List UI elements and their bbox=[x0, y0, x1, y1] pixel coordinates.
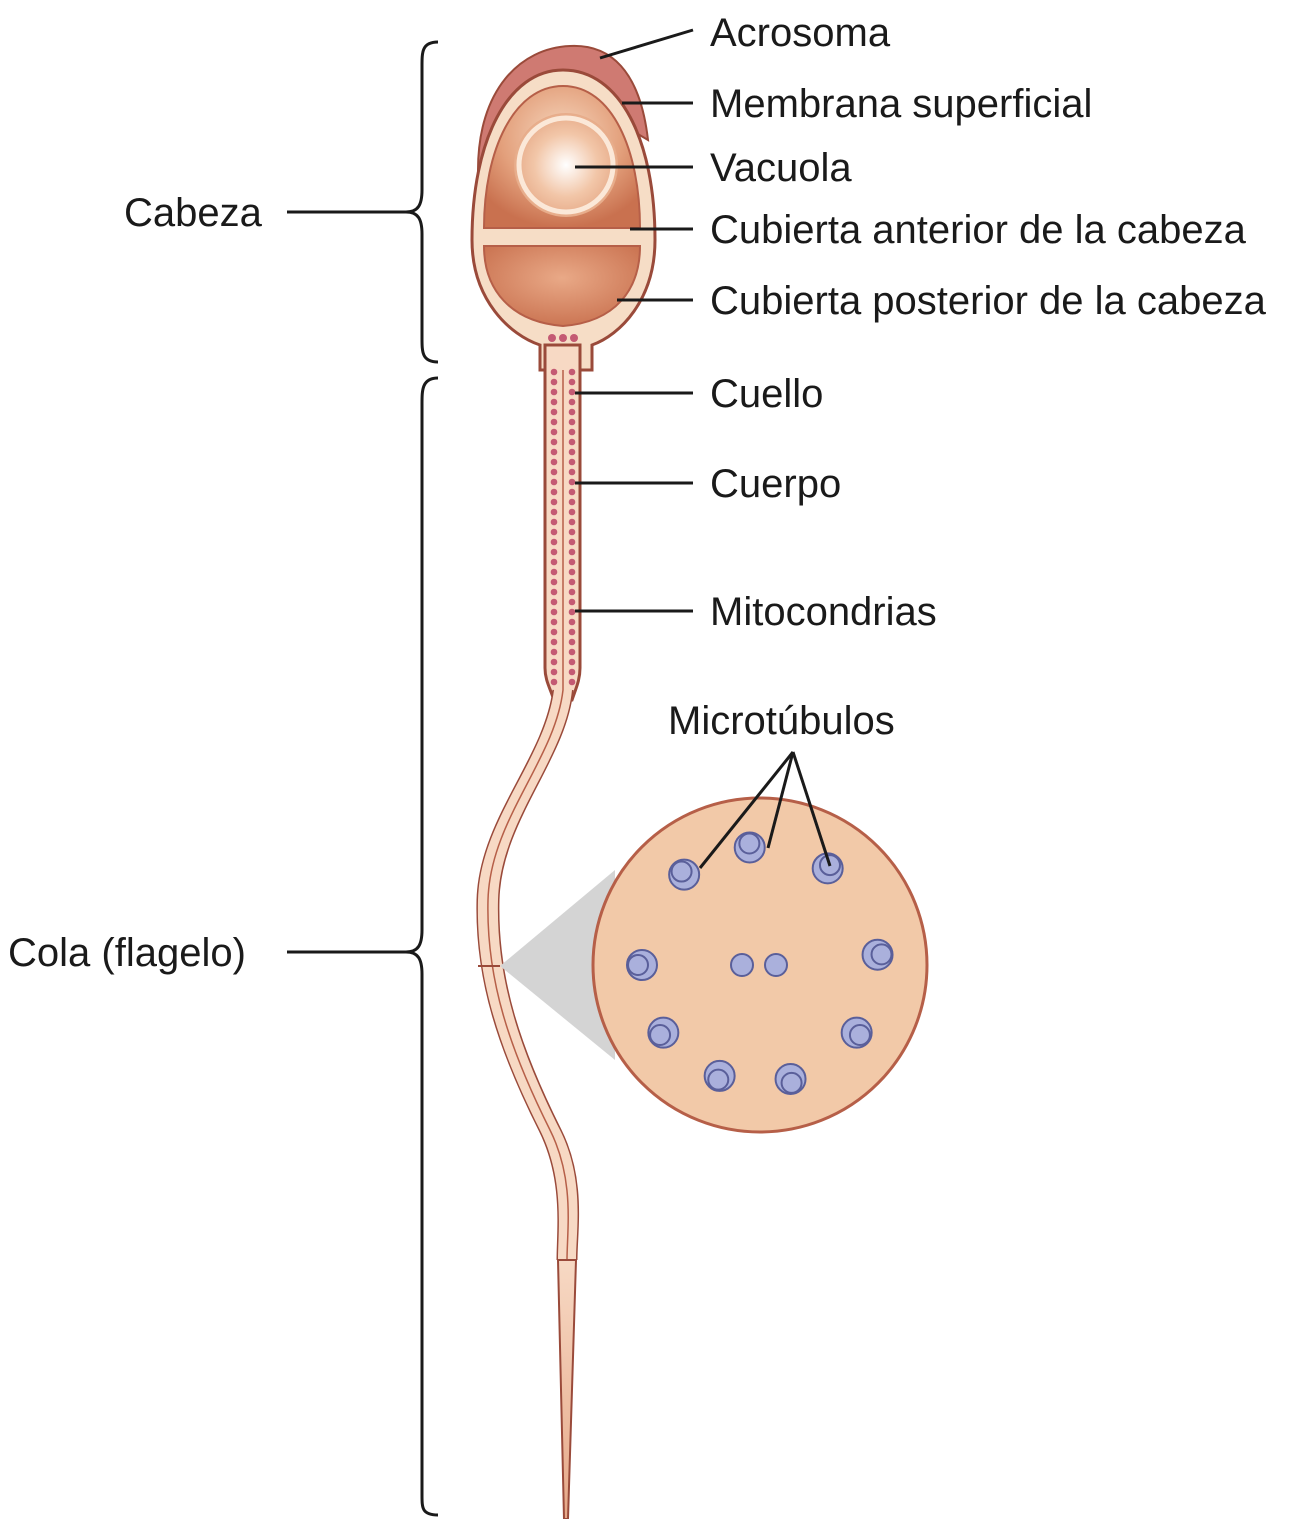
mitochondrion-dot bbox=[551, 479, 558, 486]
end-piece bbox=[558, 1260, 576, 1519]
microtubule-doublet bbox=[776, 1064, 806, 1094]
mitochondrion-dot bbox=[551, 559, 558, 566]
head-brace bbox=[406, 42, 438, 362]
mitochondrion-dot bbox=[551, 519, 558, 526]
label-cubierta-posterior: Cubierta posterior de la cabeza bbox=[710, 279, 1267, 323]
mitochondrion-dot bbox=[551, 439, 558, 446]
mitochondrion-dot bbox=[551, 459, 558, 466]
microtubule-doublet bbox=[735, 832, 765, 862]
mitochondrion-dot bbox=[569, 509, 576, 516]
mitochondrion-dot bbox=[551, 369, 558, 376]
mitochondrion-dot bbox=[569, 489, 576, 496]
mitochondrion-dot bbox=[551, 619, 558, 626]
mitochondrion-dot bbox=[551, 589, 558, 596]
acrosoma-leader bbox=[600, 30, 693, 58]
mitochondrion-dot bbox=[569, 629, 576, 636]
mitochondrion-dot bbox=[569, 499, 576, 506]
cross-section bbox=[500, 798, 927, 1132]
mitochondrion-dot bbox=[551, 549, 558, 556]
mitochondrion-dot bbox=[569, 619, 576, 626]
mitochondrion-dot bbox=[569, 519, 576, 526]
mitochondrion-dot bbox=[551, 639, 558, 646]
mitochondrion-dot bbox=[551, 449, 558, 456]
mitochondrion-dot bbox=[569, 479, 576, 486]
mitochondrion-dot bbox=[569, 679, 576, 686]
sperm-head bbox=[472, 46, 655, 370]
label-vacuola: Vacuola bbox=[710, 146, 852, 190]
mitochondrion-dot bbox=[569, 449, 576, 456]
mitochondrion-dot bbox=[551, 489, 558, 496]
microtubule-doublet bbox=[648, 1018, 678, 1048]
central-tubule-right bbox=[765, 954, 787, 976]
label-cuerpo: Cuerpo bbox=[710, 462, 841, 506]
mitochondrion-dot bbox=[551, 409, 558, 416]
mitochondrion-dot bbox=[551, 529, 558, 536]
microtubule-doublet bbox=[669, 860, 699, 890]
mitochondrion-dot bbox=[569, 579, 576, 586]
mitochondrion-dot bbox=[569, 469, 576, 476]
microtubule-doublet bbox=[842, 1018, 872, 1048]
mitochondrion-dot bbox=[569, 639, 576, 646]
mitochondrion-dot bbox=[569, 599, 576, 606]
label-acrosoma: Acrosoma bbox=[710, 11, 891, 55]
mitochondrion-dot bbox=[551, 429, 558, 436]
tail-brace bbox=[406, 378, 438, 1515]
mitochondrion-dot bbox=[551, 379, 558, 386]
label-cubierta-anterior: Cubierta anterior de la cabeza bbox=[710, 208, 1247, 252]
mitochondrion-dot bbox=[551, 649, 558, 656]
mitochondrion-dot bbox=[569, 419, 576, 426]
mitochondrion-dot bbox=[551, 399, 558, 406]
mitochondrion-dot bbox=[551, 419, 558, 426]
label-cuello: Cuello bbox=[710, 372, 823, 416]
mitochondrion-dot bbox=[569, 399, 576, 406]
mitochondrion-dot bbox=[551, 469, 558, 476]
mitochondrion-dot bbox=[551, 539, 558, 546]
mitochondrion-dot bbox=[569, 429, 576, 436]
mitochondrion-dot bbox=[569, 609, 576, 616]
mitochondrion-dot bbox=[551, 599, 558, 606]
mitochondrion-dot bbox=[569, 669, 576, 676]
mitochondrion-dot bbox=[569, 369, 576, 376]
mitochondrion-dot bbox=[569, 659, 576, 666]
vacuole bbox=[514, 113, 618, 217]
central-tubule-left bbox=[731, 954, 753, 976]
label-mitocondrias: Mitocondrias bbox=[710, 590, 937, 634]
label-membrana-superficial: Membrana superficial bbox=[710, 82, 1092, 126]
mitochondrion-dot bbox=[551, 659, 558, 666]
mitochondrion-dot bbox=[551, 609, 558, 616]
mitochondrion-dot bbox=[569, 569, 576, 576]
mitochondrion-dot bbox=[551, 629, 558, 636]
mitochondrion-dot bbox=[569, 439, 576, 446]
microtubule-doublet bbox=[863, 940, 893, 970]
mitochondrion-dot bbox=[551, 389, 558, 396]
microtubule-doublet bbox=[705, 1061, 735, 1091]
mitochondrion-dot bbox=[551, 669, 558, 676]
mitochondrion-dot bbox=[569, 529, 576, 536]
mitochondrion-dot bbox=[569, 539, 576, 546]
microtubule-doublet bbox=[627, 950, 657, 980]
mitochondrion-dot bbox=[569, 459, 576, 466]
label-cola: Cola (flagelo) bbox=[8, 931, 246, 975]
label-cabeza: Cabeza bbox=[124, 191, 263, 235]
mitochondrion-dot bbox=[569, 649, 576, 656]
mitochondrion-dot bbox=[569, 549, 576, 556]
mitochondrion-dot bbox=[551, 509, 558, 516]
mitochondrion-dot bbox=[569, 589, 576, 596]
mitochondrion-dot bbox=[569, 379, 576, 386]
mitochondrion-dot bbox=[569, 559, 576, 566]
mitochondrion-dot bbox=[551, 579, 558, 586]
mitochondrion-dot bbox=[569, 409, 576, 416]
mitochondrion-dot bbox=[569, 389, 576, 396]
centriole-dots bbox=[548, 334, 578, 342]
mitochondrion-dot bbox=[551, 499, 558, 506]
mitochondrion-dot bbox=[551, 679, 558, 686]
label-microtubulos: Microtúbulos bbox=[668, 699, 895, 743]
mitochondrion-dot bbox=[551, 569, 558, 576]
